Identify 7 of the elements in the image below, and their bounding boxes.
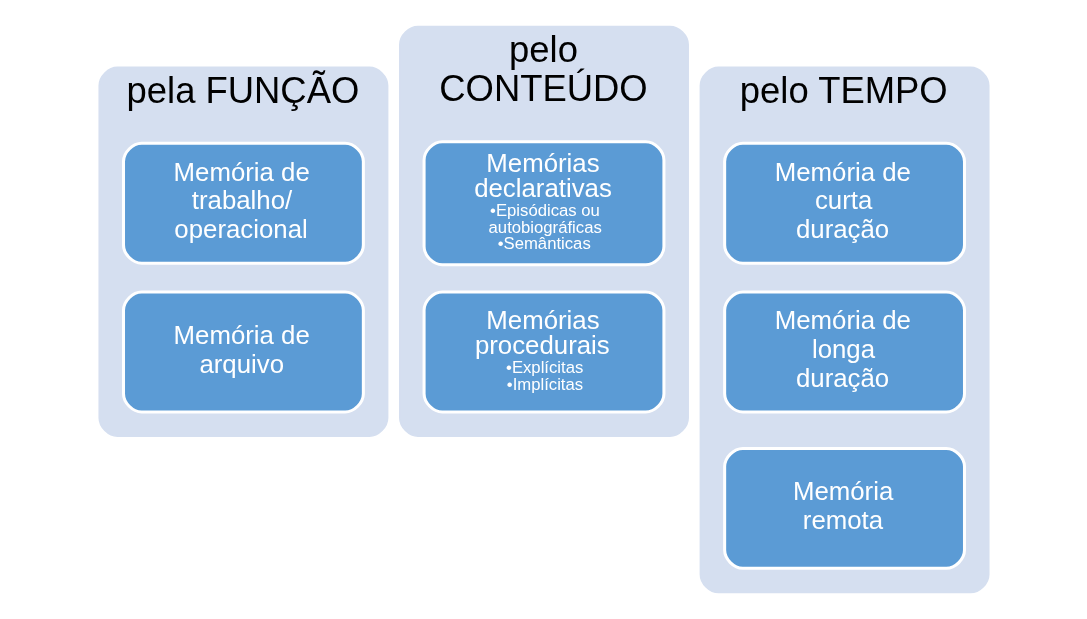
node-box: Memória de trabalho/ operacional: [121, 141, 365, 265]
node-box: Memória remota: [722, 446, 966, 570]
node-box: Memória de longa duração: [722, 290, 966, 414]
node-box: Memória de arquivo: [121, 290, 365, 414]
node-box: Memória de curta duração: [722, 141, 966, 265]
node-box: Memórias procedurais •Explícitas •Implícitas: [422, 290, 665, 414]
node-box: Memórias declarativas •Episódicas ou autobiográficas •Semânticas: [422, 140, 665, 267]
